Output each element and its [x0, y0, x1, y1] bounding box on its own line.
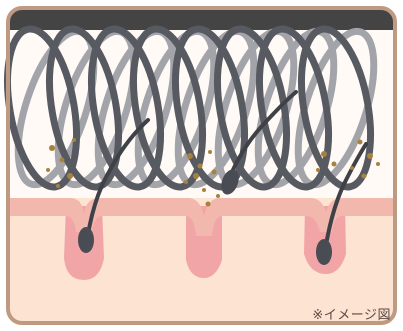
hair-root-right: [316, 239, 332, 265]
hair-root-left: [78, 227, 94, 253]
caption-label: ※イメージ図: [312, 304, 391, 323]
